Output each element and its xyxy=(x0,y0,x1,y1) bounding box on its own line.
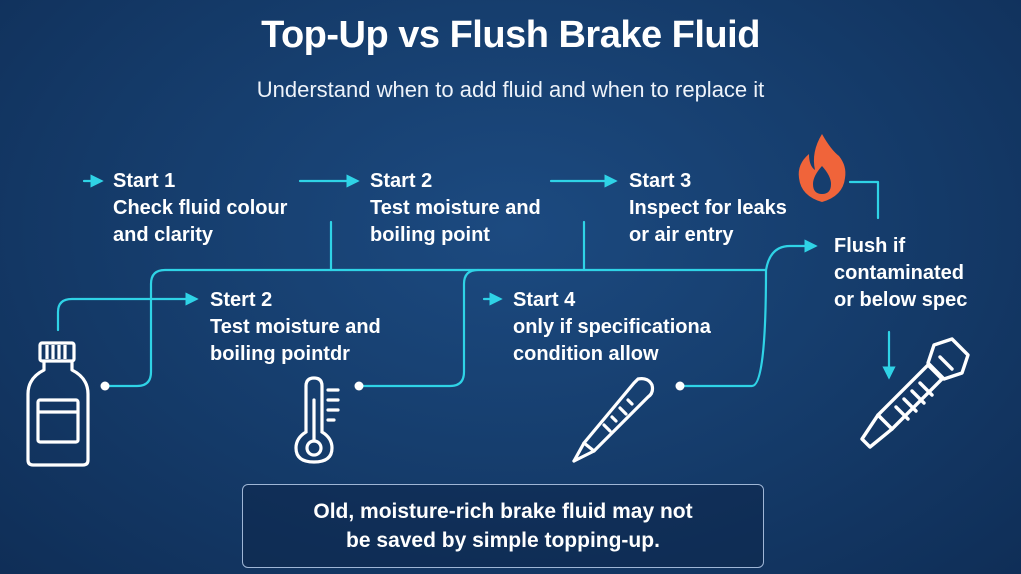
step-card-2: Start 2 Test moisture and boiling point xyxy=(370,168,541,249)
fluid-bottle-icon xyxy=(26,341,90,467)
node-dot xyxy=(100,381,110,391)
step-heading: Start 2 xyxy=(370,170,433,192)
node-dot xyxy=(354,381,364,391)
step-heading: Start 3 xyxy=(629,170,692,192)
connector-bus xyxy=(105,220,333,388)
connector-bottle xyxy=(56,292,199,332)
page-title: Top-Up vs Flush Brake Fluid xyxy=(261,14,760,56)
step-description: Test moisture and boiling point xyxy=(370,197,541,246)
connector-to-flush xyxy=(764,239,818,272)
node-dot xyxy=(675,381,685,391)
step-card-3: Start 3 Inspect for leaks or air entry xyxy=(629,168,787,249)
flame-icon xyxy=(798,134,846,202)
step-description: Test moisture and boiling pointdr xyxy=(210,316,381,365)
step-description: Inspect for leaks or air entry xyxy=(629,197,787,246)
step-description: only if specificationa condition allow xyxy=(513,316,711,365)
step-heading: Start 4 xyxy=(513,289,576,311)
step-card-4: Stert 2 Test moisture and boiling pointd… xyxy=(210,287,381,368)
step-card-flush: Flush if contaminated or below spec xyxy=(834,233,967,314)
connector-flame xyxy=(848,180,880,220)
thermometer-icon xyxy=(294,376,340,464)
step-heading: Stert 2 xyxy=(210,289,273,311)
step-description: Flush if contaminated or below spec xyxy=(834,235,968,311)
connector-bus-far xyxy=(582,268,768,388)
page-subtitle: Understand when to add fluid and when to… xyxy=(256,77,765,102)
bleed-screw-icon xyxy=(860,337,970,449)
connector-bus-right xyxy=(329,268,480,388)
warning-callout: Old, moisture-rich brake fluid may not b… xyxy=(242,484,764,568)
step-card-5: Start 4 only if specificationa condition… xyxy=(513,287,711,368)
step-card-1: Start 1 Check fluid colour and clarity xyxy=(113,168,287,249)
fluid-tester-pen-icon xyxy=(572,377,655,463)
callout-text: Old, moisture-rich brake fluid may not b… xyxy=(313,500,693,552)
step-heading: Start 1 xyxy=(113,170,176,192)
step-description: Check fluid colour and clarity xyxy=(113,197,288,246)
